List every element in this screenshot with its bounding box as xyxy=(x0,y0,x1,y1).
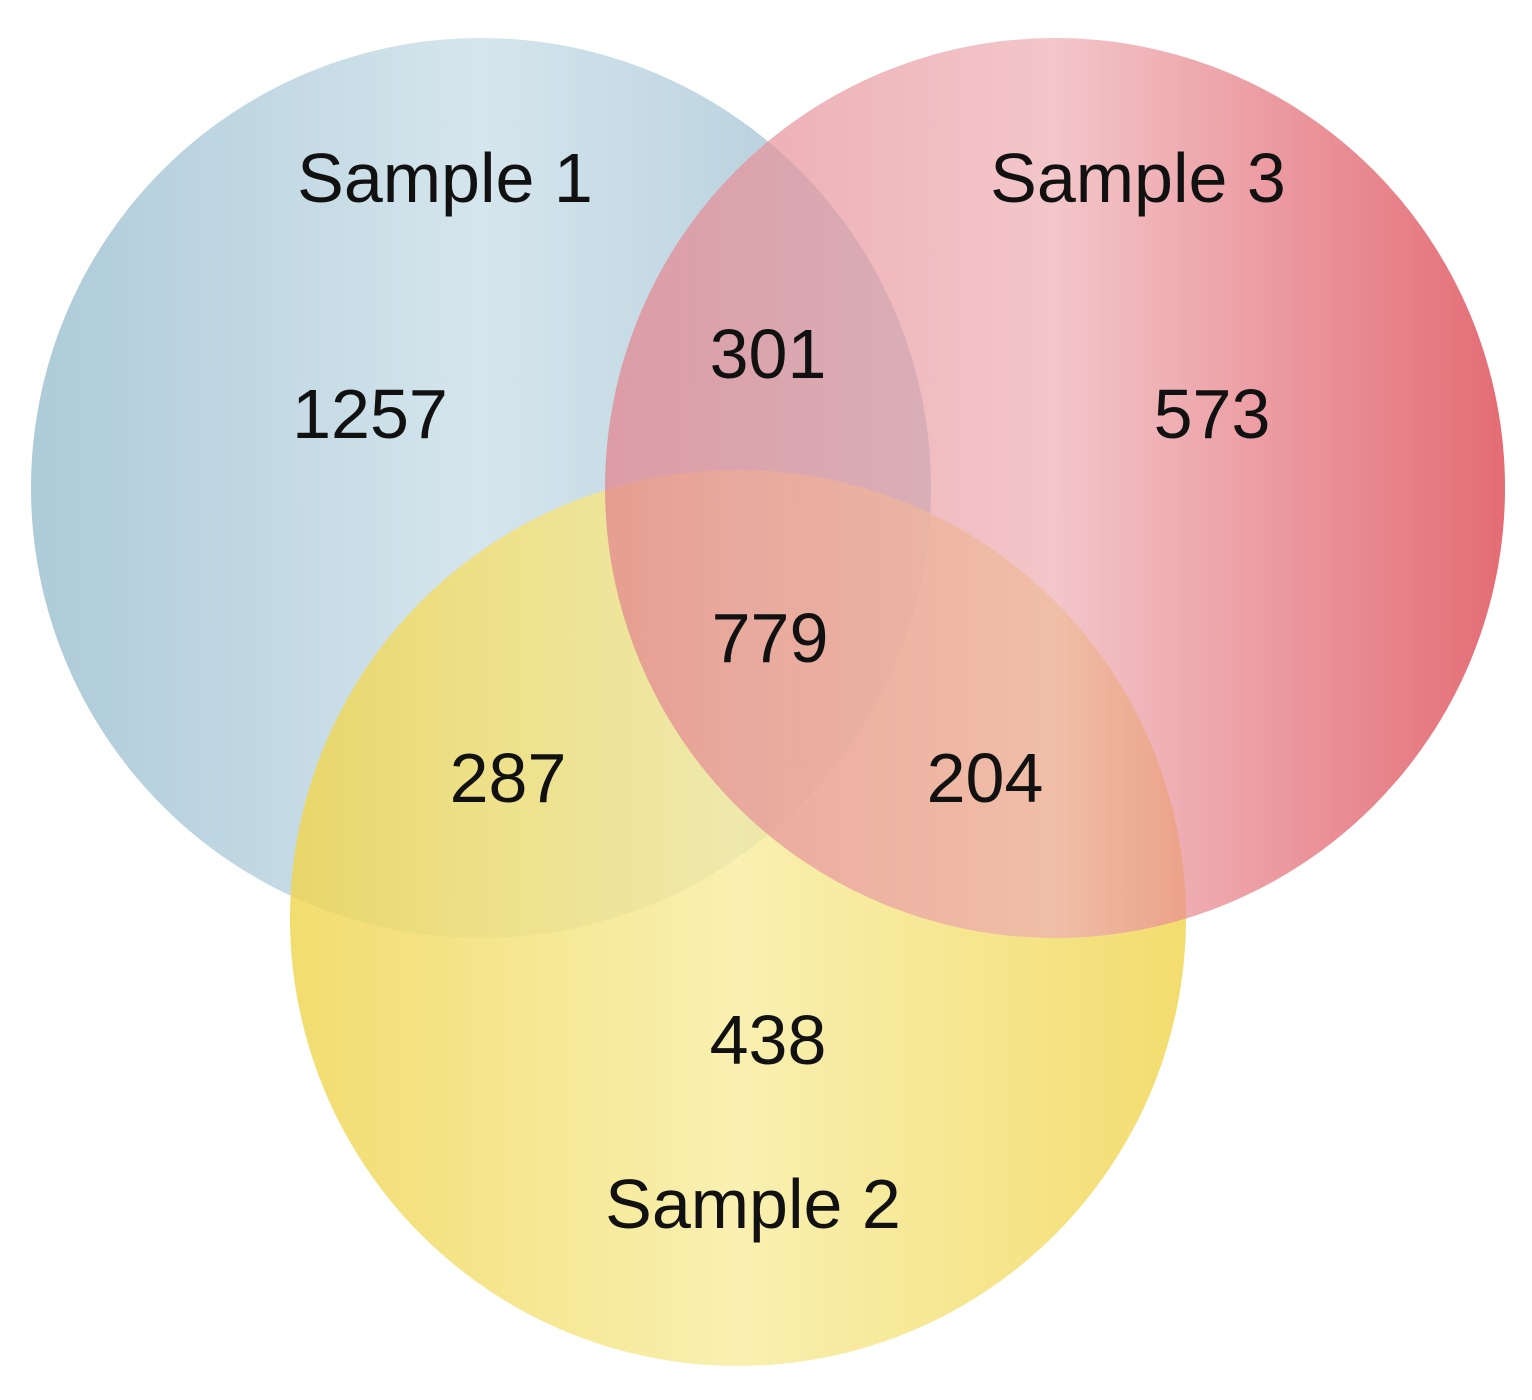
region-count-sample-2-3: 204 xyxy=(927,739,1044,817)
region-count-sample-1-3: 301 xyxy=(710,315,827,393)
set-label-sample-1: Sample 1 xyxy=(297,139,593,217)
set-circle-sample-3 xyxy=(605,38,1505,938)
region-count-all-samples: 779 xyxy=(712,599,829,677)
region-count-only-sample-2: 438 xyxy=(710,1001,827,1079)
region-count-sample-1-2: 287 xyxy=(450,739,567,817)
set-label-sample-2: Sample 2 xyxy=(605,1165,901,1243)
region-count-only-sample-3: 573 xyxy=(1154,375,1271,453)
region-count-only-sample-1: 1257 xyxy=(292,375,448,453)
set-label-sample-3: Sample 3 xyxy=(990,139,1286,217)
